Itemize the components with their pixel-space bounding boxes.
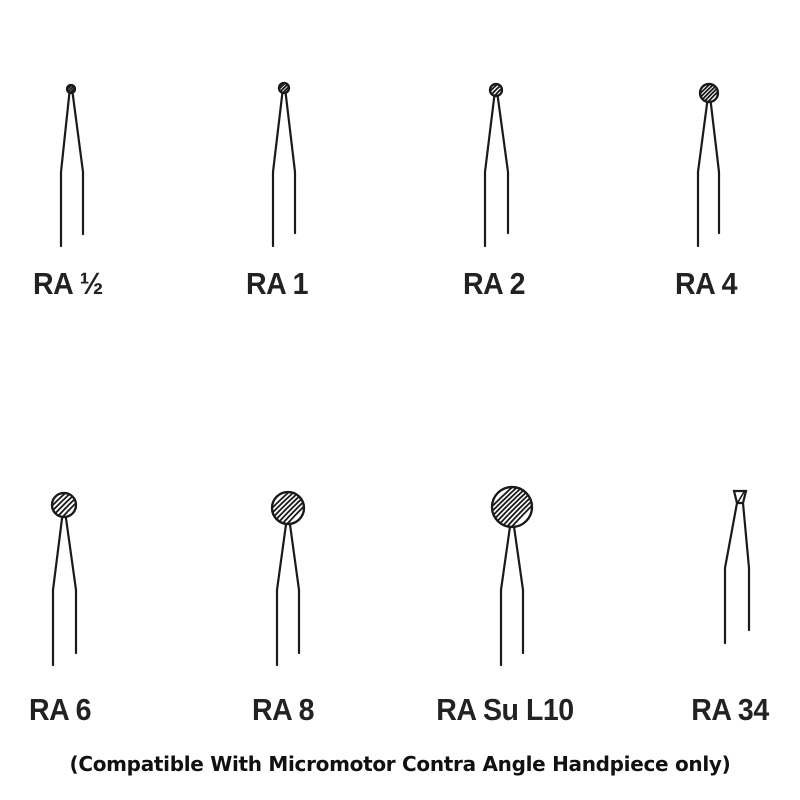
round-head-icon	[277, 81, 291, 95]
bur-label: RA ½	[32, 266, 104, 301]
bur-6	[270, 490, 306, 667]
bur-shank-right	[709, 99, 721, 235]
compatibility-caption: (Compatible With Micromotor Contra Angle…	[69, 752, 731, 776]
bur-shank-left	[275, 519, 288, 667]
bur-shank-right	[71, 91, 85, 236]
bur-label: RA Su L10	[436, 692, 574, 727]
bur-label: RA 2	[462, 266, 526, 301]
bur-1	[59, 83, 85, 248]
bur-label: RA 4	[674, 266, 738, 301]
bur-label: RA 6	[28, 692, 92, 727]
bur-2	[271, 81, 297, 248]
round-head-icon	[698, 82, 720, 104]
bur-3	[483, 82, 510, 248]
bur-4	[696, 82, 721, 248]
bur-label: RA 34	[691, 692, 769, 727]
bur-shank-left	[723, 501, 739, 645]
bur-shank-right	[741, 501, 751, 632]
bur-shank-left	[483, 93, 496, 248]
bur-5	[50, 491, 78, 667]
bur-7	[490, 485, 534, 667]
bur-shank-left	[271, 90, 284, 248]
bur-8	[723, 489, 751, 645]
bur-shank-left	[51, 513, 64, 667]
bur-label: RA 1	[245, 266, 309, 301]
inverted-cone-head-icon	[732, 489, 748, 505]
round-head-icon	[65, 83, 77, 95]
round-head-icon	[490, 485, 534, 529]
round-head-icon	[488, 82, 504, 98]
bur-shank-right	[512, 521, 525, 655]
bur-shank-right	[496, 93, 510, 235]
bur-shank-right	[64, 513, 78, 655]
bur-shank-left	[696, 99, 709, 248]
bur-label: RA 8	[251, 692, 315, 727]
round-head-icon	[270, 490, 306, 526]
bur-shank-right	[284, 90, 297, 235]
round-head-icon	[50, 491, 78, 519]
bur-shank-right	[288, 519, 301, 655]
bur-shank-left	[499, 521, 512, 667]
bur-shank-left	[59, 91, 71, 248]
